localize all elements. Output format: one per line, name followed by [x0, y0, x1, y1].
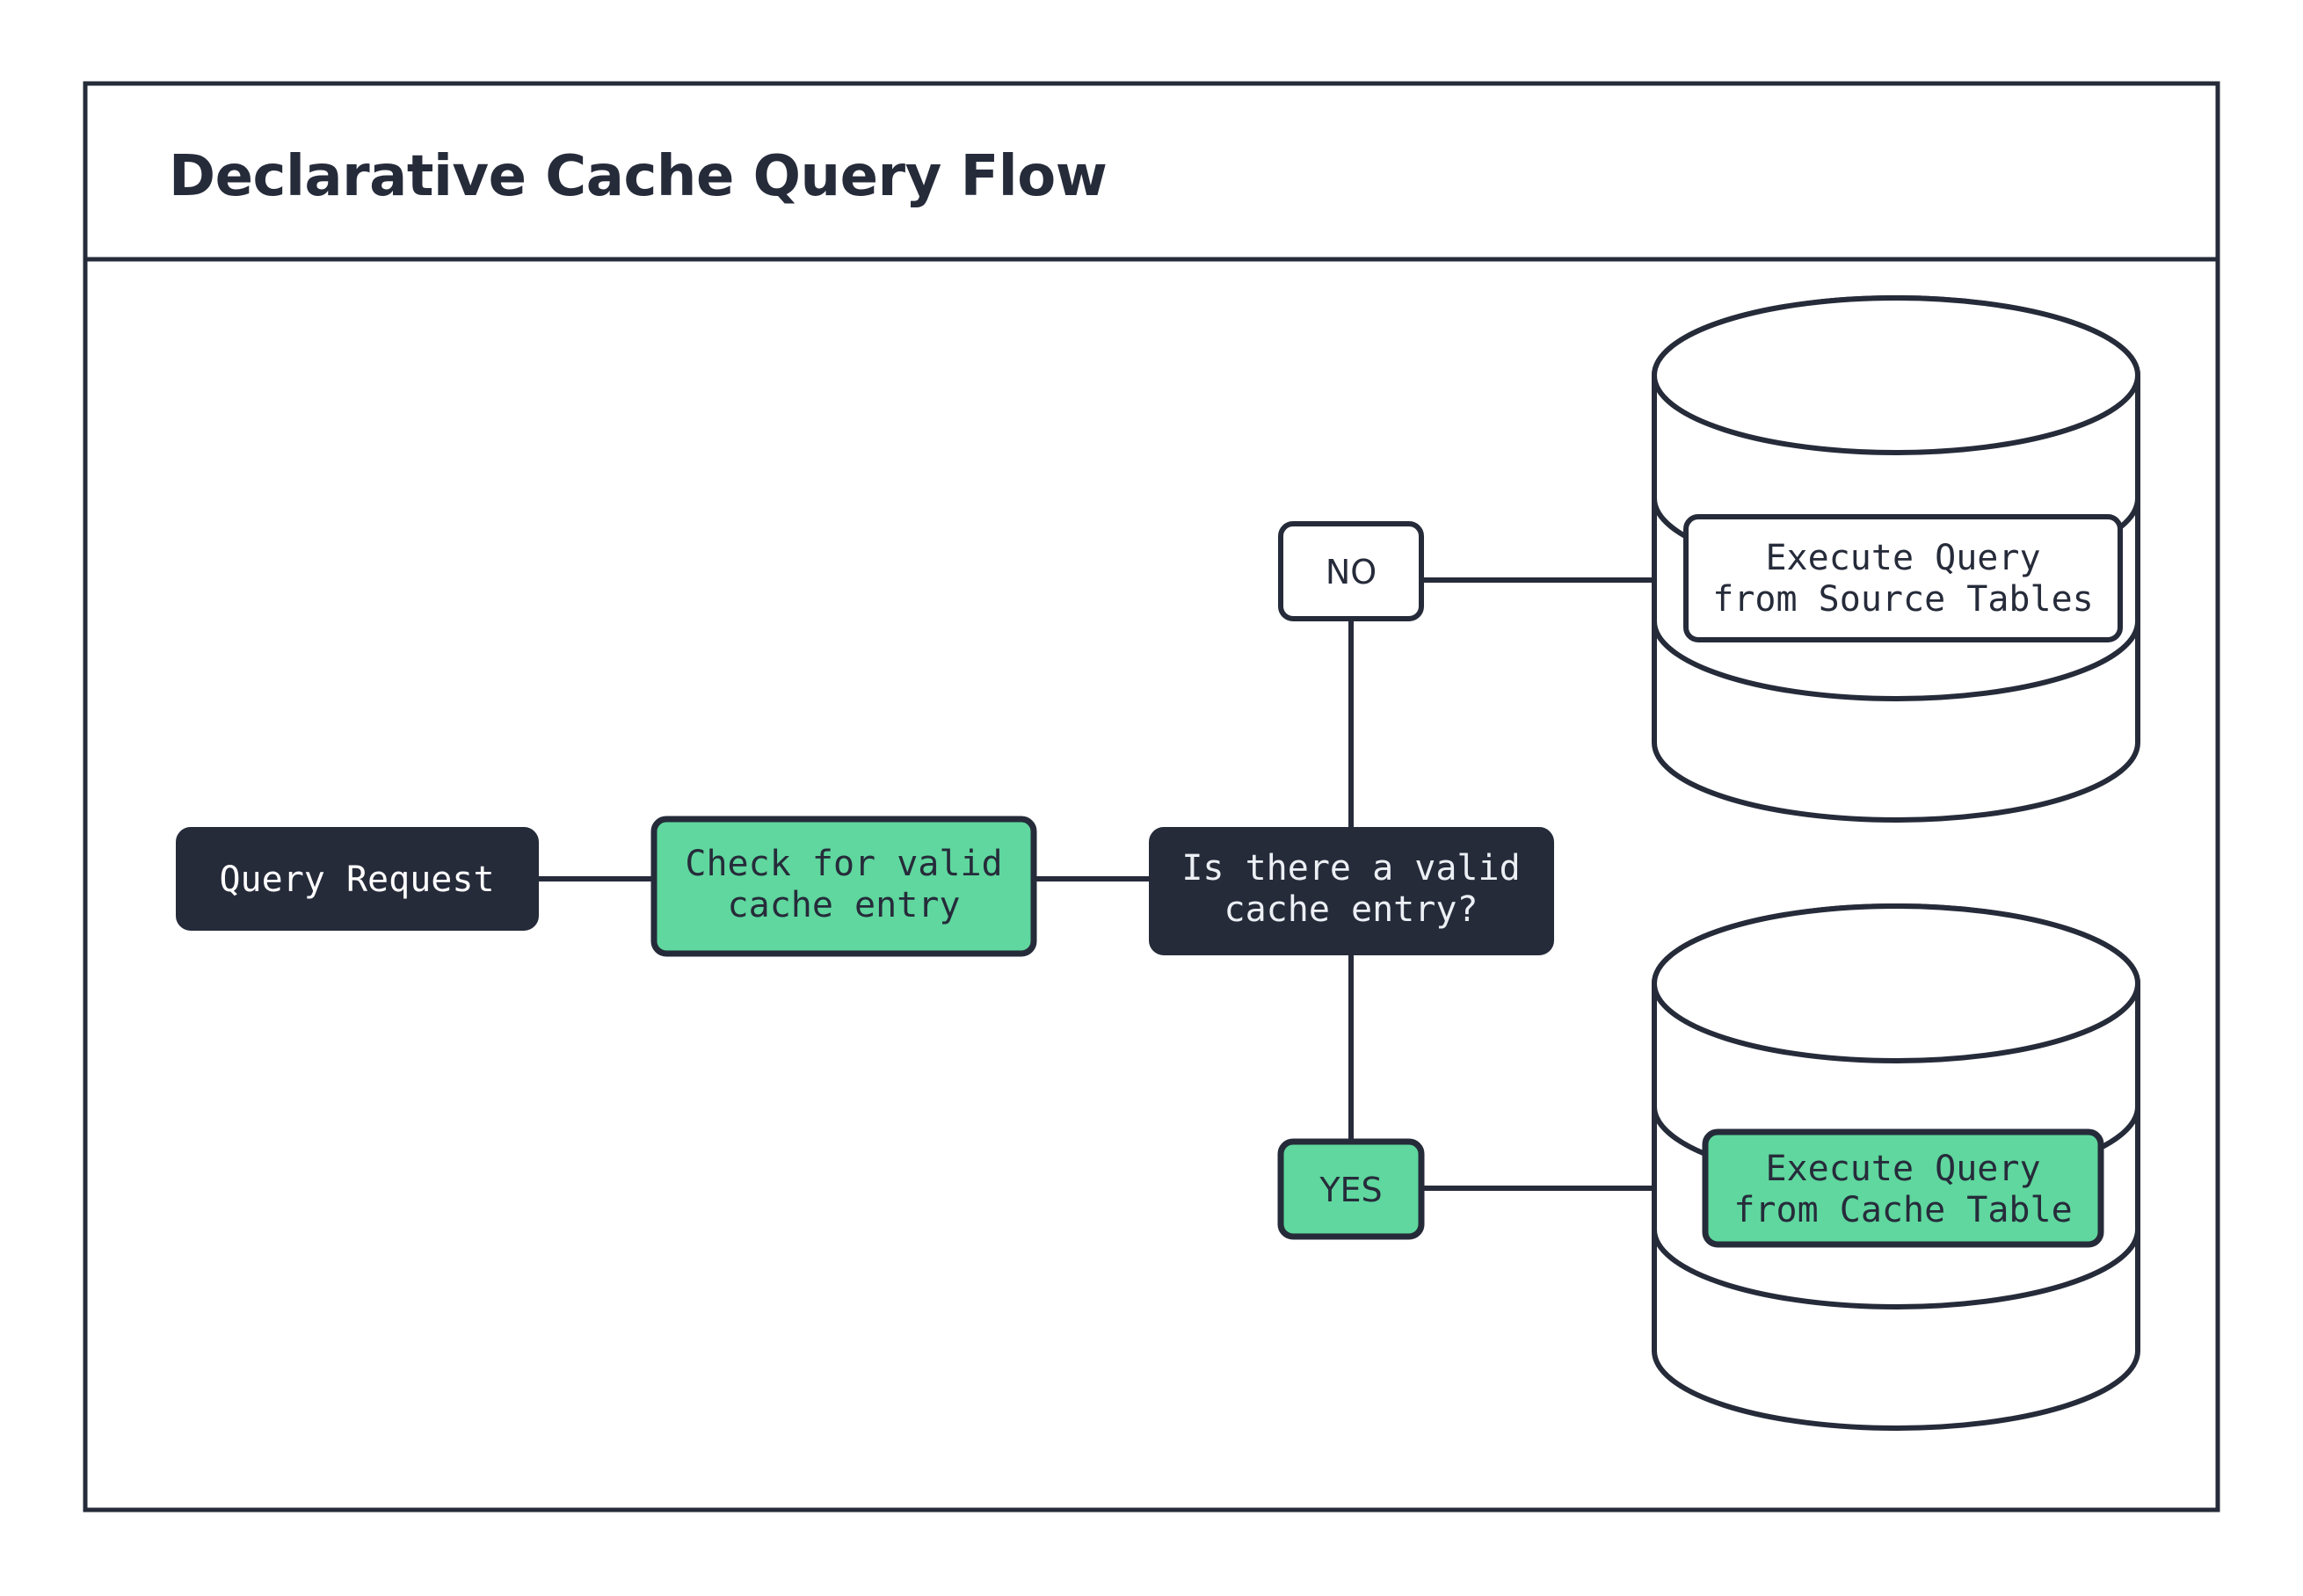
node-query-request-box[interactable] [176, 827, 539, 931]
database-cylinder-top-disc [1652, 903, 2140, 1063]
node-decision-valid-cache-entry[interactable]: Is there a valid cache entry? [1149, 827, 1554, 955]
node-execute-query-source-tables[interactable]: Execute Query from Source Tables [1683, 514, 2123, 642]
branch-label-yes-text: YES [1319, 1171, 1382, 1209]
branch-label-no-box[interactable] [1278, 521, 1424, 621]
node-decision-label-line1: Is there a valid [1181, 848, 1520, 889]
node-execute-query-source-tables-label-line1: Execute Query [1765, 538, 2040, 578]
database-cylinder-band-2 [1652, 1229, 2140, 1309]
database-cylinder-band-2 [1652, 620, 2140, 701]
branch-label-yes-box[interactable] [1277, 1138, 1425, 1240]
branch-label-no-text: NO [1326, 553, 1377, 591]
node-query-request[interactable]: Query Request [176, 827, 539, 931]
database-cylinder-top-disc [1652, 295, 2140, 455]
branch-label-yes[interactable]: YES [1277, 1138, 1425, 1240]
node-execute-query-source-tables-label-line2: from Source Tables [1712, 579, 2093, 620]
page-title: Declarative Cache Query Flow [169, 144, 1107, 209]
node-decision-label-line2: cache entry? [1224, 889, 1478, 930]
node-execute-query-cache-table[interactable]: Execute Query from Cache Table [1702, 1128, 2104, 1248]
node-execute-query-source-tables-box[interactable] [1683, 514, 2123, 642]
node-check-cache-entry-label-line1: Check for valid [685, 844, 1002, 884]
node-check-cache-entry-label-line2: cache entry [728, 885, 961, 925]
branch-label-no[interactable]: NO [1278, 521, 1424, 621]
diagram-frame [83, 81, 2220, 1513]
node-execute-query-cache-table-label-line1: Execute Query [1765, 1149, 2040, 1189]
node-decision-box[interactable] [1149, 827, 1554, 955]
node-check-cache-entry[interactable]: Check for valid cache entry [650, 816, 1037, 957]
node-execute-query-cache-table-label-line2: from Cache Table [1733, 1190, 2072, 1230]
node-execute-query-cache-table-box[interactable] [1702, 1128, 2104, 1248]
node-check-cache-entry-box[interactable] [650, 816, 1037, 957]
node-query-request-label: Query Request [219, 860, 494, 900]
